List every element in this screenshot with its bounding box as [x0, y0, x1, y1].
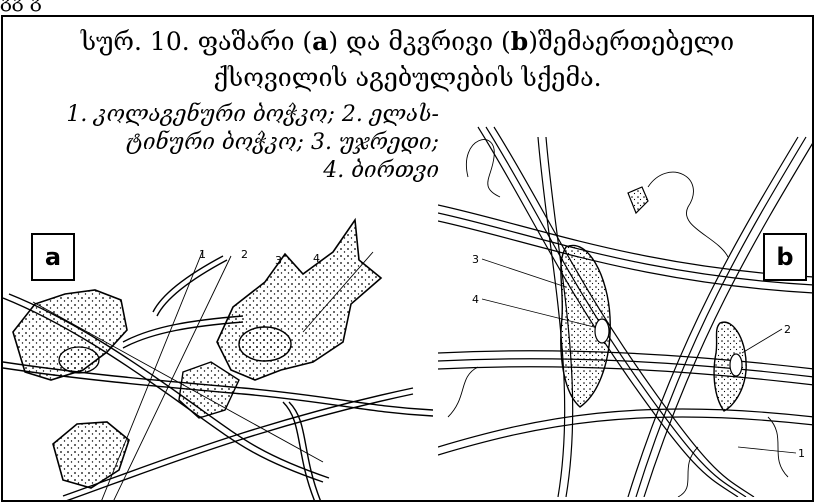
elastic-fibres-curly	[448, 140, 788, 497]
legend-line-1: 1. კოლაგენური ბოჭკო; 2. ელას-	[19, 101, 439, 129]
cell-nucleus-large	[239, 327, 291, 361]
figure-caption-line-2: ქსოვილის აგებულების სქემა.	[3, 63, 812, 92]
label-a-1: 1	[199, 248, 206, 261]
collagen-fibre-bundles-dense	[438, 127, 814, 497]
caption-panel-b: b	[511, 27, 528, 56]
figure-frame: სურ. 10. ფაშარი (a) და მკვრივი (b)შემაერ…	[1, 15, 814, 502]
label-b-1: 1	[798, 447, 805, 460]
cell-nucleus-b-right	[730, 354, 742, 376]
panel-label-b: b	[763, 233, 807, 281]
caption-panel-a: a	[312, 27, 328, 56]
legend-line-2: ტინური ბოჭკო; 3. უჯრედი;	[19, 129, 439, 157]
figure-legend: 1. კოლაგენური ბოჭკო; 2. ელას- ტინური ბოჭ…	[19, 101, 439, 185]
legend-line-3: 4. ბირთვი	[19, 157, 439, 185]
cut-off-text-fragment: გგ გ	[0, 0, 300, 12]
cell-nucleus-b-left	[595, 319, 609, 343]
label-b-3: 3	[472, 253, 479, 266]
caption-prefix: სურ. 10. ფაშარი (	[81, 27, 312, 56]
label-a-4: 4	[313, 252, 320, 265]
label-a-2: 2	[241, 248, 248, 261]
cell-fragment-top	[628, 187, 648, 213]
figure-caption-line-1: სურ. 10. ფაშარი (a) და მკვრივი (b)შემაერ…	[3, 27, 812, 56]
caption-suffix: )შემაერთებელი	[528, 27, 734, 56]
label-a-3: 3	[275, 254, 282, 267]
label-b-4: 4	[472, 293, 479, 306]
fibroblast-cell-middle	[179, 362, 239, 418]
dense-connective-tissue-illustration: 3 4 2 1	[438, 117, 814, 497]
fibroblast-cell-large	[217, 220, 381, 380]
label-b-2: 2	[784, 323, 791, 336]
fibroblast-cell-bottom	[53, 422, 129, 488]
caption-mid: ) და მკვრივი (	[328, 27, 510, 56]
panel-label-a: a	[31, 233, 75, 281]
cell-nucleus-left	[59, 347, 99, 373]
